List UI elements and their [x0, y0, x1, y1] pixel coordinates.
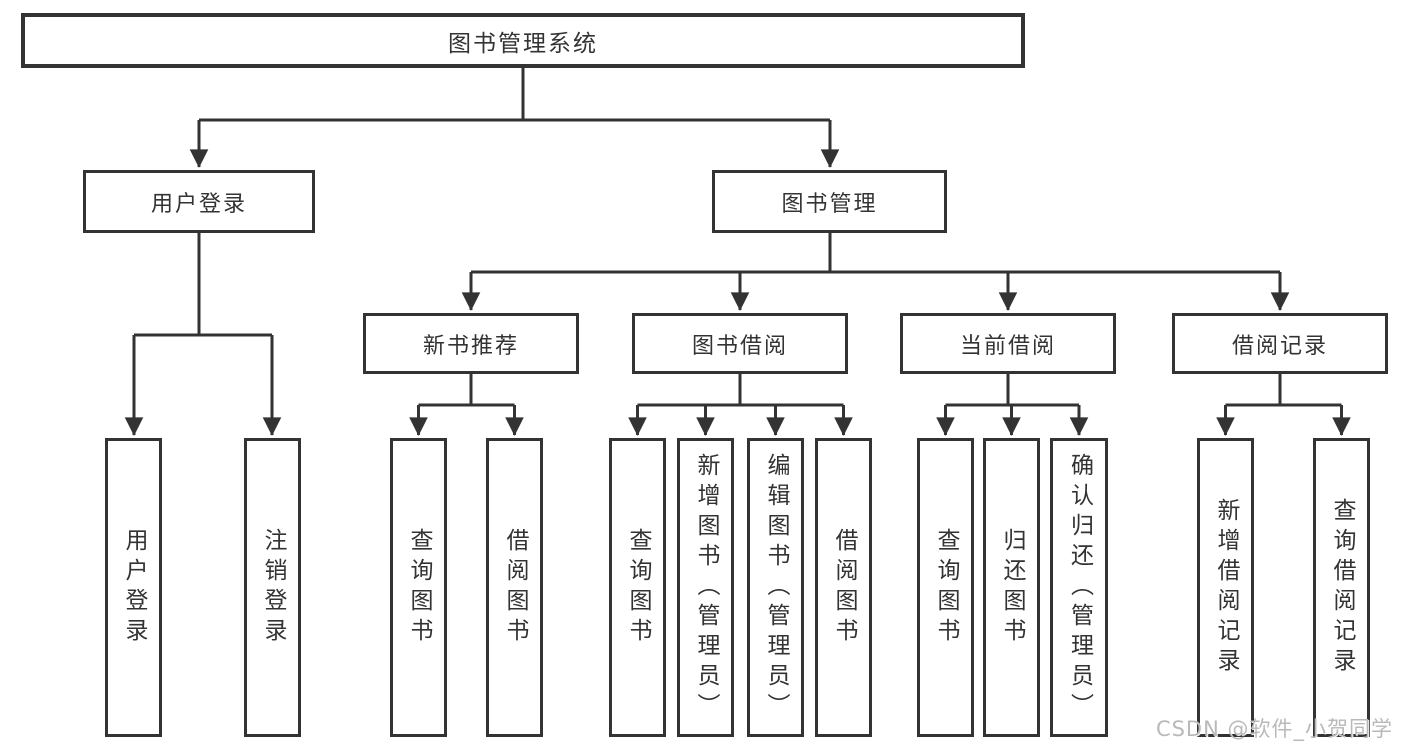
leaf-user-login: 用户登录	[105, 438, 162, 737]
leaf-borrow-books-label: 借阅图书	[831, 527, 857, 648]
node-new-book-recommend: 新书推荐	[363, 313, 579, 374]
leaf-confirm-return-admin-label: 确认归还（管理员）	[1066, 452, 1093, 723]
node-book-borrow-label: 图书借阅	[691, 333, 788, 359]
node-book-management-label: 图书管理	[781, 191, 878, 217]
leaf-edit-book-admin: 编辑图书（管理员）	[747, 438, 804, 737]
leaf-edit-book-admin-label: 编辑图书（管理员）	[763, 452, 789, 723]
node-user-login-label: 用户登录	[150, 191, 247, 217]
leaf-return-book-label: 归还图书	[999, 527, 1025, 648]
node-new-book-recommend-label: 新书推荐	[422, 333, 519, 359]
leaf-user-login-label: 用户登录	[121, 527, 147, 648]
csdn-watermark: CSDN @软件_小贺同学	[1155, 717, 1393, 741]
node-root-system: 图书管理系统	[21, 13, 1025, 68]
leaf-confirm-return-admin: 确认归还（管理员）	[1050, 438, 1108, 737]
leaf-query-books-recommend: 查询图书	[390, 438, 447, 737]
leaf-query-books-current: 查询图书	[917, 438, 974, 737]
leaf-borrow-books: 借阅图书	[815, 438, 872, 737]
leaf-add-borrow-record-label: 新增借阅记录	[1213, 497, 1239, 678]
leaf-logout: 注销登录	[244, 438, 301, 737]
leaf-query-books-recommend-label: 查询图书	[406, 527, 432, 648]
leaf-logout-label: 注销登录	[260, 527, 286, 648]
node-book-borrow: 图书借阅	[632, 313, 848, 374]
leaf-borrow-books-recommend: 借阅图书	[486, 438, 543, 737]
leaf-query-borrow-record-label: 查询借阅记录	[1329, 497, 1355, 678]
leaf-query-books-borrow: 查询图书	[609, 438, 666, 737]
leaf-add-book-admin-label: 新增图书（管理员）	[693, 452, 719, 723]
leaf-return-book: 归还图书	[983, 438, 1040, 737]
node-user-login: 用户登录	[83, 170, 315, 233]
leaf-query-books-borrow-label: 查询图书	[625, 527, 651, 648]
node-borrow-records: 借阅记录	[1172, 313, 1388, 374]
leaf-borrow-books-recommend-label: 借阅图书	[502, 527, 528, 648]
node-borrow-records-label: 借阅记录	[1231, 333, 1328, 359]
leaf-query-books-current-label: 查询图书	[933, 527, 959, 648]
leaf-add-borrow-record: 新增借阅记录	[1197, 438, 1254, 737]
leaf-query-borrow-record: 查询借阅记录	[1313, 438, 1370, 737]
node-root-label: 图书管理系统	[448, 30, 598, 57]
node-current-borrow-label: 当前借阅	[959, 333, 1056, 359]
node-current-borrow: 当前借阅	[900, 313, 1116, 374]
node-book-management: 图书管理	[712, 170, 947, 233]
leaf-add-book-admin: 新增图书（管理员）	[677, 438, 734, 737]
